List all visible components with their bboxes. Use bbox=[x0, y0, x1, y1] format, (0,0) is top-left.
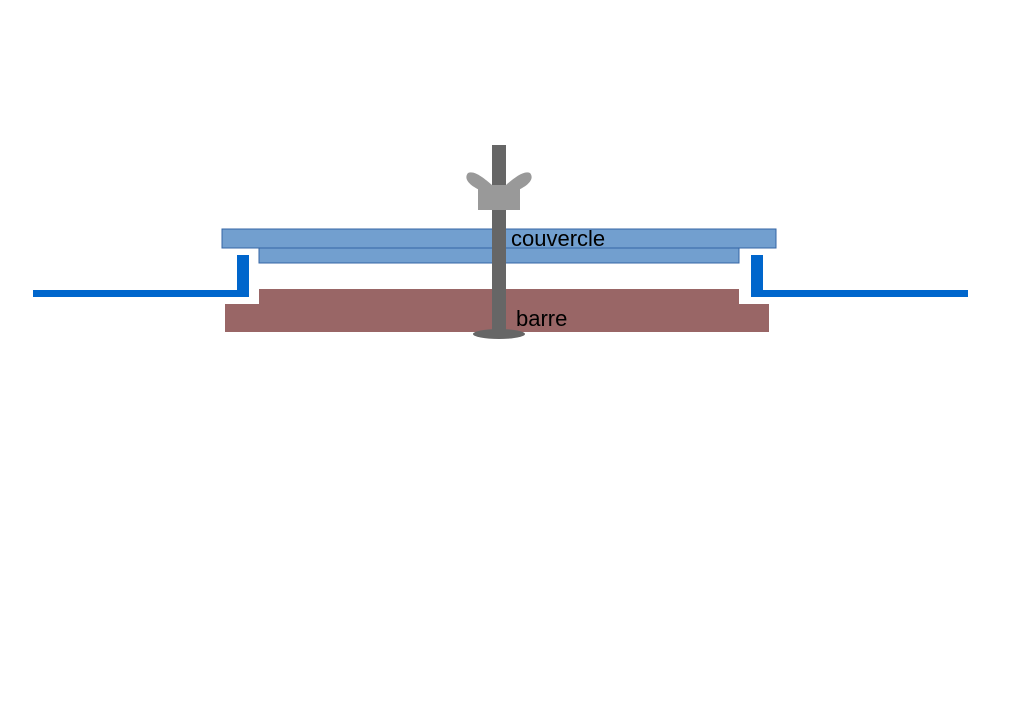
bolt-shaft bbox=[492, 145, 506, 334]
wing-nut-icon bbox=[466, 172, 532, 210]
wing-nut-wings bbox=[466, 172, 532, 191]
frame-right-floor bbox=[751, 290, 968, 297]
wing-nut-body bbox=[478, 188, 520, 210]
frame-right bbox=[751, 255, 968, 297]
lid-label: couvercle bbox=[511, 226, 605, 251]
frame-left-floor bbox=[33, 290, 249, 297]
frame-left-lip bbox=[237, 255, 249, 297]
frame-left bbox=[33, 255, 249, 297]
bar-label: barre bbox=[516, 306, 567, 331]
frame-right-lip bbox=[751, 255, 763, 297]
